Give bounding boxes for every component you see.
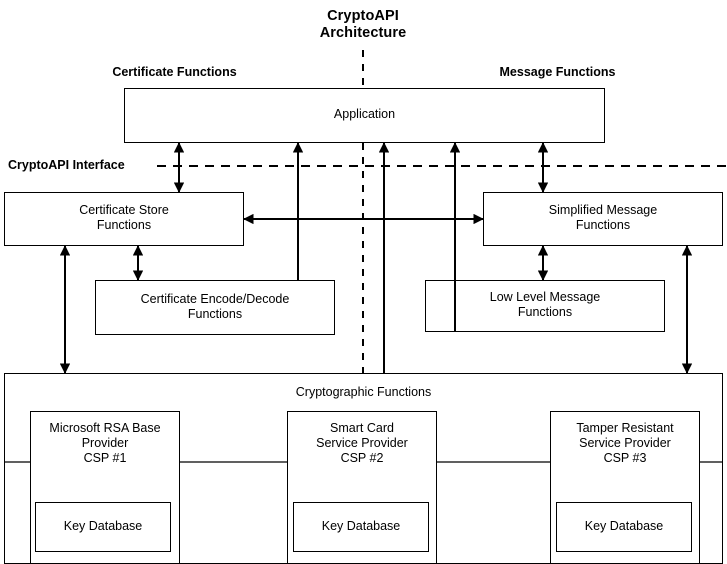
box-low-level-message-functions-label: Low Level Message Functions: [489, 290, 601, 319]
header-message-functions: Message Functions: [499, 65, 616, 79]
box-cryptographic-functions-label: Cryptographic Functions: [295, 385, 432, 399]
box-key-database-3-label: Key Database: [584, 519, 664, 533]
box-certificate-encode-decode-functions-label: Certificate Encode/Decode Functions: [140, 292, 290, 321]
header-certificate-functions: Certificate Functions: [112, 65, 237, 79]
cryptoapi-interface-label: CryptoAPI Interface: [8, 158, 125, 172]
box-simplified-message-functions-label: Simplified Message Functions: [548, 203, 658, 232]
box-key-database-2-label: Key Database: [321, 519, 401, 533]
box-key-database-2[interactable]: Key Database: [293, 502, 429, 552]
box-csp-3[interactable]: Tamper Resistant Service Provider CSP #3: [550, 411, 700, 564]
box-simplified-message-functions[interactable]: Simplified Message Functions: [483, 192, 723, 246]
box-csp-1[interactable]: Microsoft RSA Base Provider CSP #1: [30, 411, 180, 564]
box-certificate-encode-decode-functions[interactable]: Certificate Encode/Decode Functions: [95, 280, 335, 335]
box-certificate-store-functions[interactable]: Certificate Store Functions: [4, 192, 244, 246]
box-application[interactable]: Application: [124, 88, 605, 143]
box-certificate-store-functions-label: Certificate Store Functions: [79, 203, 169, 232]
box-csp-1-label: Microsoft RSA Base Provider CSP #1: [49, 421, 161, 465]
box-key-database-1-label: Key Database: [63, 519, 143, 533]
diagram-title: CryptoAPI Architecture: [319, 8, 407, 42]
box-csp-2-label: Smart Card Service Provider CSP #2: [316, 421, 408, 465]
box-key-database-1[interactable]: Key Database: [35, 502, 171, 552]
box-csp-3-label: Tamper Resistant Service Provider CSP #3: [576, 421, 674, 465]
box-key-database-3[interactable]: Key Database: [556, 502, 692, 552]
box-low-level-message-functions[interactable]: Low Level Message Functions: [425, 280, 665, 332]
box-application-label: Application: [333, 107, 396, 121]
